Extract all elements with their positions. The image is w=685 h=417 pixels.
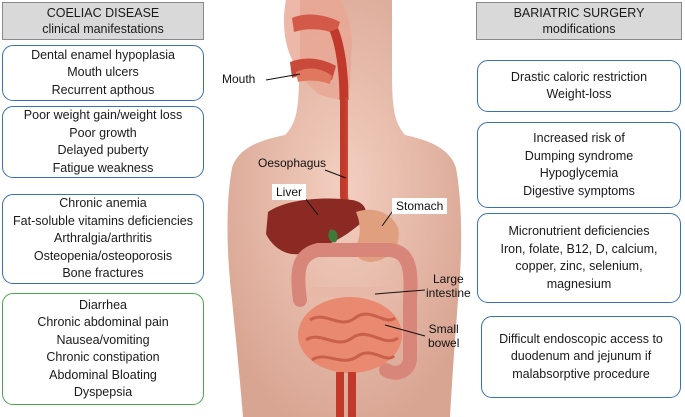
large-intestine-line-1: Large [433, 272, 464, 286]
coeliac-box-systemic: Chronic anemia Fat-soluble vitamins defi… [2, 194, 204, 284]
box-line: Dumping syndrome [524, 148, 634, 163]
box-line: Poor growth [69, 125, 137, 140]
box-line: Increased risk of [533, 131, 625, 145]
mouth-label: Mouth [222, 72, 256, 86]
coeliac-box-gastrointestinal: Diarrhea Chronic abdominal pain Nausea/v… [2, 293, 204, 405]
box-line: Nausea/vomiting [56, 332, 150, 347]
tongue [296, 68, 332, 84]
coeliac-box-growth: Poor weight gain/weight loss Poor growth… [2, 106, 204, 178]
small-bowel-loops [305, 312, 399, 362]
box-line: Diarrhea [79, 297, 127, 312]
large-intestine-line-2: intestine [426, 286, 471, 300]
box-line: Difficult endoscopic access to [499, 331, 663, 346]
box-line: Micronutrient deficiencies [508, 224, 650, 238]
box-line: Delayed puberty [57, 143, 149, 157]
box-line: Fat-soluble vitamins deficiencies [13, 213, 193, 228]
box-line: Mouth ulcers [67, 65, 139, 80]
box-line: malabsorptive procedure [512, 366, 650, 381]
small-bowel-line-1: Small [428, 322, 459, 336]
box-line: Osteopenia/osteoporosis [33, 248, 173, 263]
bariatric-box-micronutrient: Micronutrient deficiencies Iron, folate,… [477, 213, 681, 303]
coeliac-title: COELIAC DISEASE [46, 6, 160, 20]
nasal-cavity [292, 14, 340, 34]
box-line: Abdominal Bloating [49, 367, 157, 382]
box-line: Dyspepsia [73, 385, 133, 399]
liver-organ [266, 198, 366, 255]
bariatric-header: BARIATRIC SURGERY modifications [476, 2, 682, 40]
oesophagus-label: Oesophagus [258, 156, 327, 170]
rectum [336, 372, 356, 417]
box-line: Digestive symptoms [523, 183, 635, 198]
small-bowel-label: Small bowel [428, 322, 459, 350]
box-line: Iron, folate, B12, D, calcium, [500, 241, 658, 256]
bariatric-title: BARIATRIC SURGERY [513, 6, 645, 20]
box-line: Chronic constipation [46, 350, 160, 364]
pharynx [329, 28, 349, 101]
box-line: magnesium [546, 276, 612, 291]
box-line: Arthralgia/arthritis [54, 231, 152, 246]
bariatric-box-endoscopic: Difficult endoscopic access to duodenum … [481, 316, 681, 398]
box-line: Recurrent apthous [51, 82, 155, 97]
bariatric-box-risk: Increased risk of Dumping syndrome Hypog… [477, 122, 681, 208]
box-line: Bone fractures [62, 266, 144, 281]
stomach-label: Stomach [392, 198, 448, 214]
box-line: Hypoglycemia [539, 166, 619, 180]
large-intestine-organ [291, 243, 418, 380]
box-line: Fatigue weakness [52, 160, 154, 175]
small-bowel-organ [298, 297, 402, 373]
box-line: Weight-loss [546, 87, 612, 101]
large-intestine-label: Large intestine [426, 272, 471, 300]
box-line: Chronic abdominal pain [37, 315, 169, 329]
coeliac-subtitle: clinical manifestations [42, 22, 164, 36]
coeliac-header: COELIAC DISEASE clinical manifestations [2, 2, 204, 40]
box-line: duodenum and jejunum if [510, 349, 652, 364]
coeliac-box-oral: Dental enamel hypoplasia Mouth ulcers Re… [2, 45, 204, 101]
box-line: Chronic anemia [59, 196, 147, 211]
liver-label: Liver [272, 184, 307, 200]
small-bowel-line-2: bowel [428, 336, 460, 350]
bariatric-box-caloric: Drastic caloric restriction Weight-loss [477, 60, 681, 112]
box-line: Drastic caloric restriction [510, 69, 648, 84]
bariatric-subtitle: modifications [542, 22, 616, 36]
box-line: Dental enamel hypoplasia [31, 47, 175, 62]
gallbladder [328, 229, 338, 243]
box-line: Poor weight gain/weight loss [23, 108, 183, 122]
box-line: copper, zinc, selenium, [515, 259, 643, 273]
